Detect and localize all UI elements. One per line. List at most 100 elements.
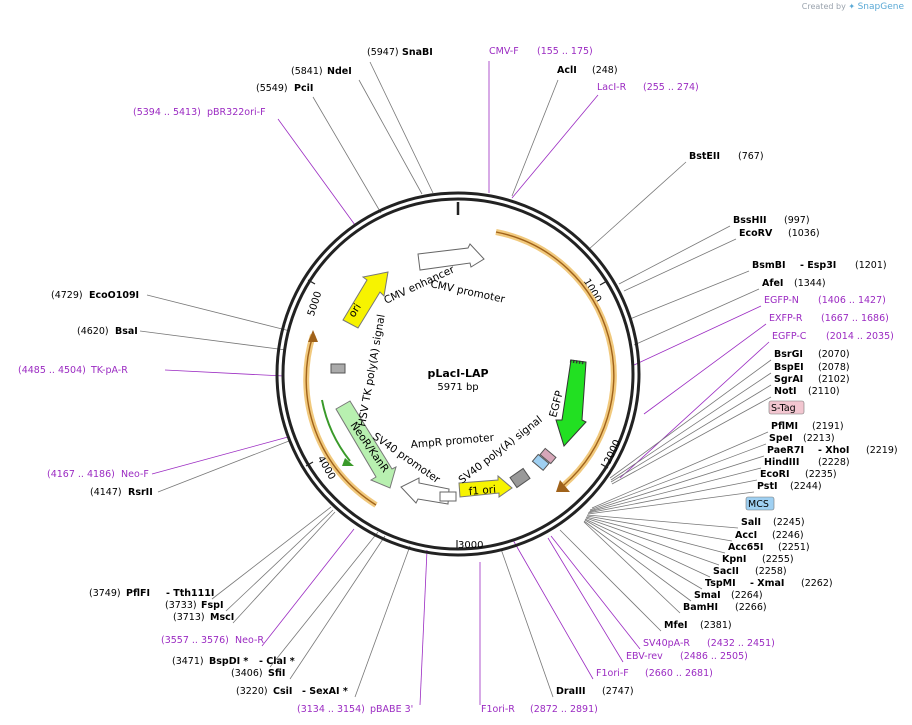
snapgene-credit: Created by ✦ SnapGene (802, 2, 904, 12)
label-xmai: - XmaI (750, 578, 784, 589)
label-s-tag: S-Tag (771, 403, 796, 414)
label-ebv-rev: EBV-rev (626, 651, 663, 662)
label-2014-2035: (2014 .. 2035) (826, 331, 894, 342)
leader-pflfi (211, 506, 332, 600)
label-egfp-c: EGFP-C (772, 331, 807, 342)
label-2264: (2264) (731, 590, 763, 601)
leader-pflmi (591, 431, 769, 509)
label-egfp-n: EGFP-N (764, 295, 799, 306)
f1-ori-arrow (458, 474, 513, 498)
leader-smai (583, 520, 692, 602)
label-2110: (2110) (808, 386, 840, 397)
label-pcii: PciI (294, 83, 313, 94)
leader-neor (261, 528, 355, 647)
leader-paer7i (589, 455, 765, 512)
leader-afei (633, 288, 760, 346)
tick-4000 (305, 461, 314, 467)
label-5841: (5841) (291, 66, 323, 77)
leader-ecori (587, 479, 758, 514)
plasmid-name: pLacI-LAP (427, 367, 488, 380)
leader-pcii (312, 96, 382, 214)
label-f1ori-r: F1ori-R (481, 704, 515, 715)
ampr-promoter-label: AmpR promoter (410, 432, 495, 451)
label-4167-4186: (4167 .. 4186) (47, 469, 115, 480)
label-neo-r: Neo-R (235, 635, 264, 646)
stag-box (539, 447, 557, 465)
leader-acli (511, 79, 559, 197)
mcs-box (531, 453, 550, 472)
label-997: (997) (784, 215, 810, 226)
label-3557-3576: (3557 .. 3576) (161, 635, 229, 646)
label-sexai: - SexAI * (302, 686, 348, 697)
label-neo-f: Neo-F (121, 469, 149, 480)
label-248: (248) (592, 65, 618, 76)
leader-fspi (225, 509, 334, 612)
label-psti: PstI (757, 481, 778, 492)
label-2213: (2213) (803, 433, 835, 444)
label-sacii: SacII (713, 566, 739, 577)
s-tag-box (768, 400, 805, 415)
label-bsrgi: BsrGI (774, 349, 803, 360)
cmv-promoter-label: CMV promoter (429, 278, 506, 306)
label-4485-4504: (4485 .. 4504) (18, 365, 86, 376)
leader-ndei (358, 79, 423, 195)
leader-clai (269, 531, 379, 668)
leader-neof (151, 436, 289, 475)
egfp-tag-icon (569, 359, 586, 365)
leader-bsai (139, 330, 287, 351)
label-3733: (3733) (165, 600, 197, 611)
label-acli: AclI (557, 65, 577, 76)
label-paer7i: PaeR7I (767, 445, 804, 456)
label-5947: (5947) (367, 47, 399, 58)
label-bsmbi: BsmBI (752, 260, 786, 271)
leader-lacir (511, 94, 599, 199)
neo-region-arrow-icon (308, 330, 318, 342)
label-bamhi: BamHI (683, 602, 718, 613)
leader-msci (232, 511, 336, 624)
label-hindiii: HindIII (764, 457, 799, 468)
leader-bsshii (618, 225, 731, 285)
label-mcs: MCS (748, 499, 769, 510)
leader-ecoo109i (146, 294, 291, 332)
leader-spei (589, 443, 767, 511)
sv40-polya-label: SV40 poly(A) signal (456, 414, 544, 487)
label-1344: (1344) (794, 278, 826, 289)
label-2235: (2235) (805, 469, 837, 480)
leader-ebvrev (547, 537, 624, 663)
label-ecorv: EcoRV (739, 228, 773, 239)
label-bsai: BsaI (115, 326, 138, 337)
label-3713: (3713) (173, 612, 205, 623)
leader-bsteii (587, 161, 687, 251)
label-rsrii: RsrII (128, 487, 153, 498)
leader-rsrii (157, 440, 290, 493)
tick-label-5000: 5000 (306, 290, 324, 318)
leader-bspei (610, 372, 772, 481)
label-acc65i: Acc65I (728, 542, 763, 553)
label-sfii: SfiI (268, 668, 285, 679)
label-5549: (5549) (256, 83, 288, 94)
label-sv40pa-r: SV40pA-R (643, 638, 690, 649)
label-4147: (4147) (90, 487, 122, 498)
snapgene-logo-icon: ✦ (848, 2, 856, 11)
label-pflfi: PflFI (126, 588, 150, 599)
label-2228: (2228) (818, 457, 850, 468)
leader-acci (586, 515, 733, 542)
leader-draiii (500, 548, 554, 698)
label-5394-5413: (5394 .. 5413) (133, 107, 201, 118)
credit-brand: SnapGene (857, 2, 904, 12)
label-noti: NotI (774, 386, 797, 397)
label-spei: SpeI (769, 433, 793, 444)
neor-inner-arc (321, 399, 351, 462)
label-kpni: KpnI (722, 554, 746, 565)
leader-ecorv (623, 238, 737, 292)
f1-ori-label: f1 ori (468, 484, 496, 498)
label-clai: - ClaI * (259, 656, 295, 667)
leader-bsrgi (609, 359, 772, 479)
lacI-region-arc-line (495, 231, 615, 486)
leader-mfei (559, 529, 662, 632)
leader-acc65i (585, 516, 726, 554)
label-laci-r: LacI-R (597, 82, 627, 93)
label-3471: (3471) (172, 656, 204, 667)
leader-sgrai (610, 384, 772, 483)
